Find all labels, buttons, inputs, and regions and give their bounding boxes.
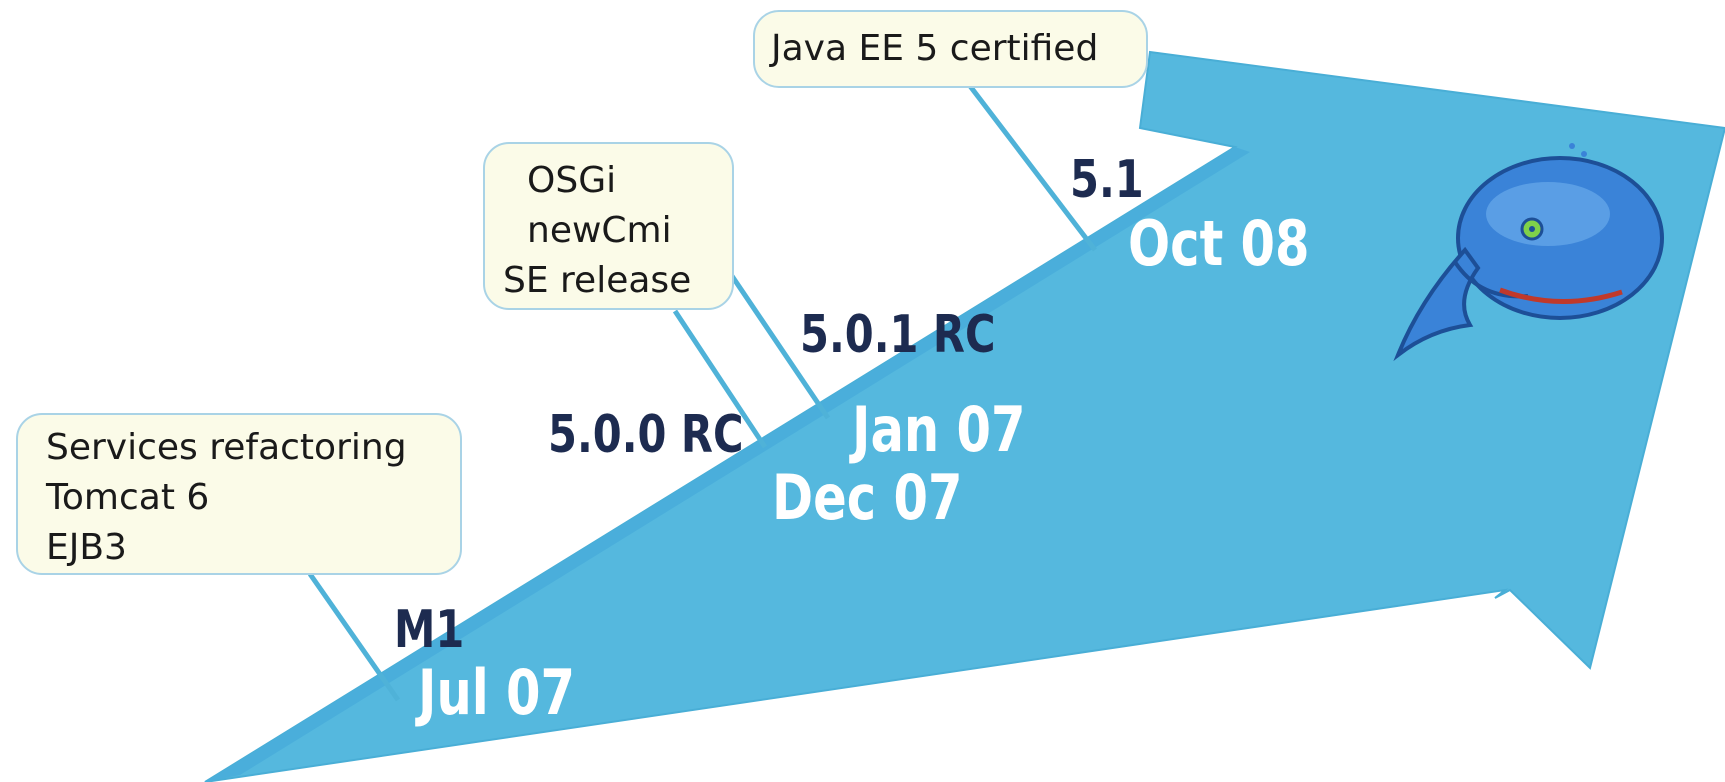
callout-services: Services refactoring Tomcat 6 EJB3 — [16, 413, 462, 575]
arrow-shape — [204, 50, 1725, 782]
leader-line-services — [307, 572, 401, 702]
milestone-rc500-date: Dec 07 — [772, 461, 963, 534]
callout-line: EJB3 — [46, 527, 127, 568]
leader-line-osgi-1 — [672, 309, 768, 449]
milestone-rc500-version: 5.0.0 RC — [548, 405, 744, 465]
callout-line: SE release — [503, 260, 692, 301]
leader-line-osgi-2 — [729, 274, 831, 420]
callout-javaee: Java EE 5 certified — [753, 10, 1148, 88]
milestone-rc501-version: 5.0.1 RC — [800, 305, 996, 365]
leader-line-javaee — [968, 84, 1097, 252]
callout-line: Tomcat 6 — [46, 477, 210, 518]
milestone-v51-version: 5.1 — [1070, 150, 1144, 210]
milestone-m1-version: M1 — [394, 600, 465, 660]
callout-line: Services refactoring — [46, 427, 407, 468]
callout-line: Java EE 5 certified — [771, 28, 1099, 69]
milestone-m1-date: Jul 07 — [418, 656, 576, 729]
milestone-rc501-date: Jan 07 — [852, 393, 1026, 466]
callout-line: newCmi — [527, 210, 672, 251]
arrow-highlight — [205, 147, 1250, 782]
callout-osgi: OSGi newCmi SE release — [483, 142, 734, 310]
whale-mascot-icon — [1393, 143, 1664, 362]
milestone-v51-date: Oct 08 — [1128, 207, 1310, 280]
callout-line: OSGi — [527, 160, 617, 201]
